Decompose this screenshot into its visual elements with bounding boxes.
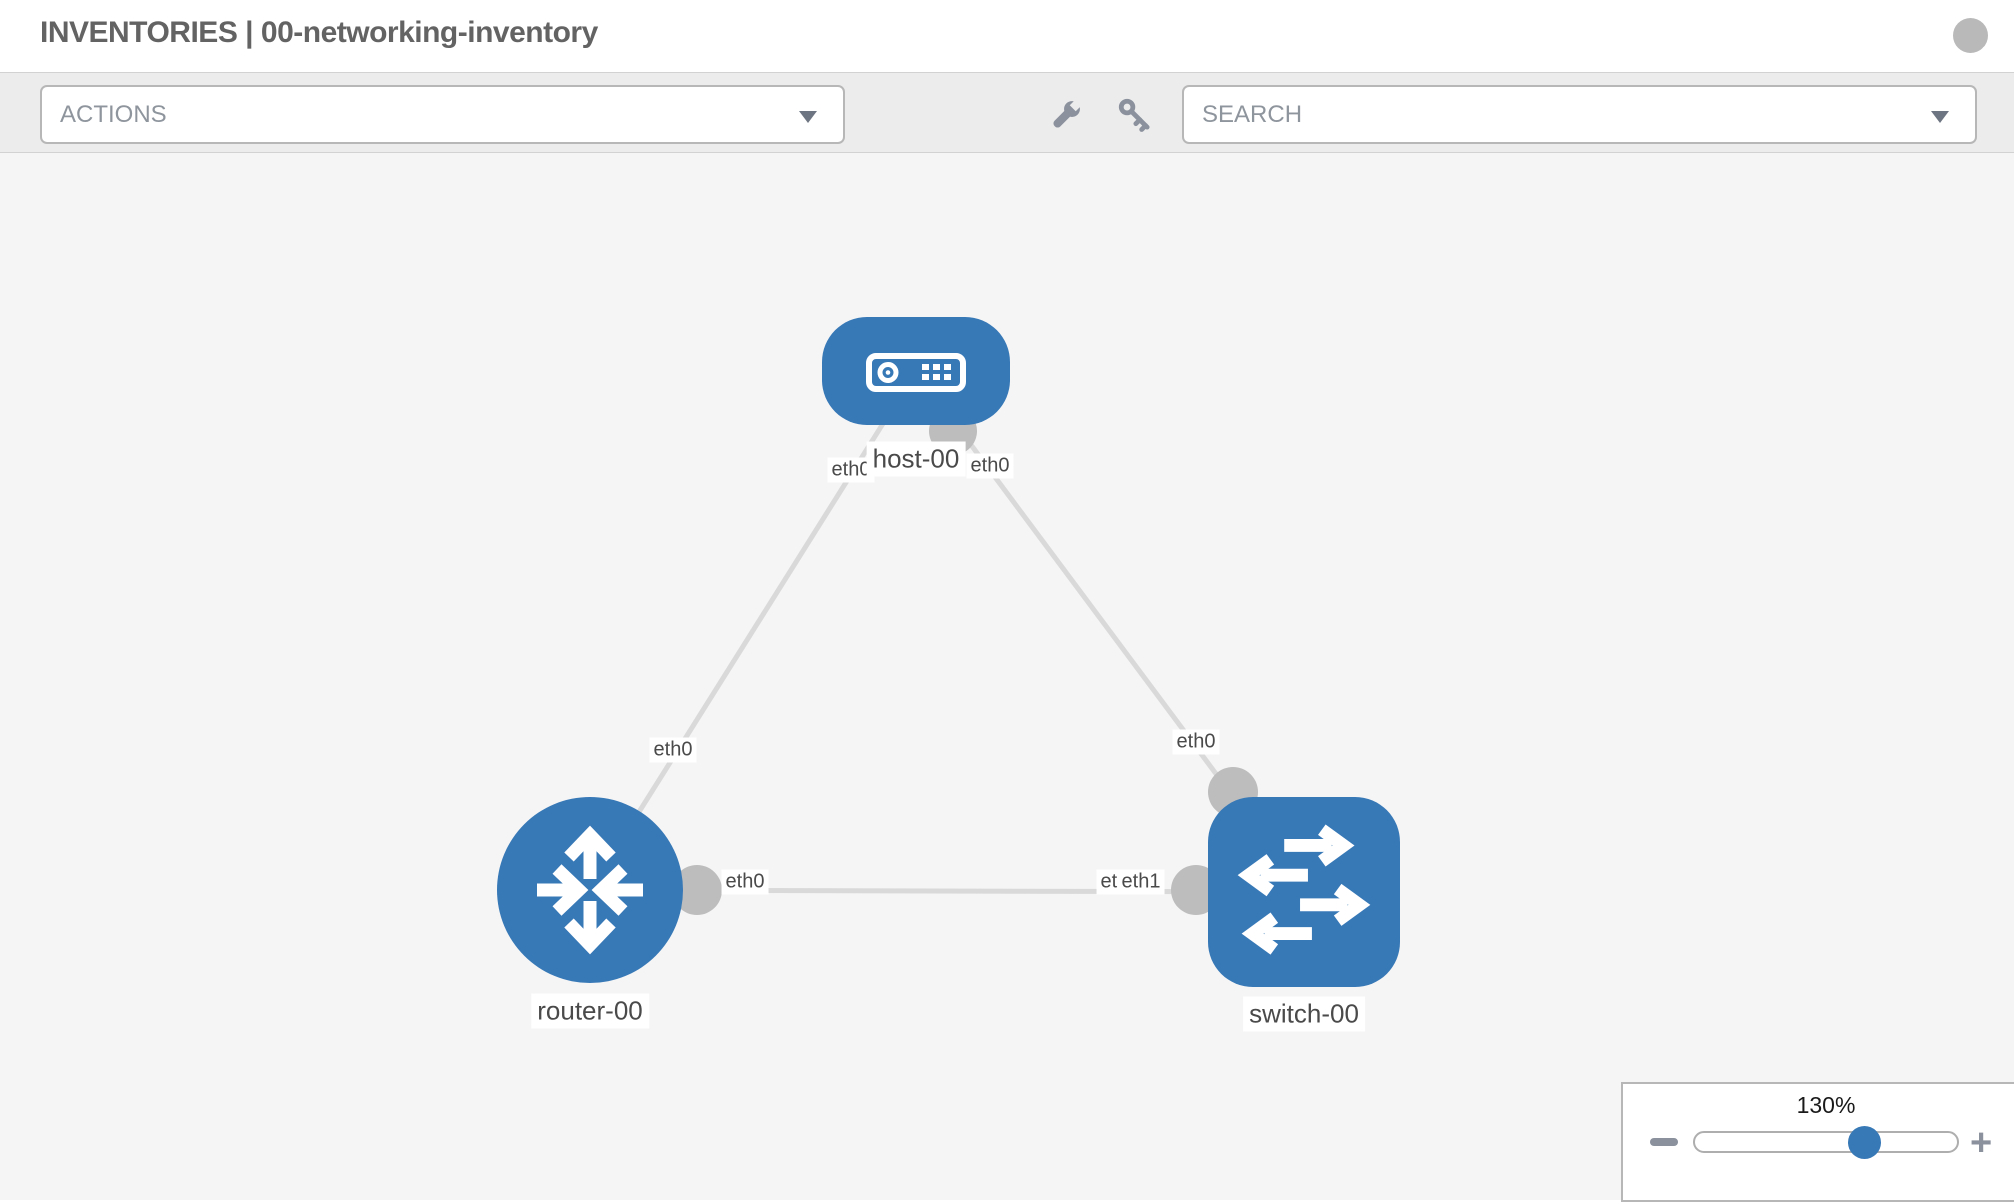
node-router-00[interactable]	[497, 797, 683, 983]
node-label-host-00: host-00	[866, 441, 966, 477]
endpoint-router-eth0	[672, 865, 722, 915]
zoom-slider-track[interactable]	[1693, 1131, 1959, 1153]
node-switch-00[interactable]	[1208, 797, 1400, 987]
interface-label-hs-switch: eth0	[1172, 729, 1220, 755]
close-icon	[1971, 36, 2006, 71]
chevron-down-icon	[1931, 111, 1949, 123]
actions-dropdown-label: ACTIONS	[60, 101, 167, 128]
router-icon	[537, 825, 643, 955]
zoom-level-value: 130%	[1796, 1092, 1856, 1118]
page-header: INVENTORIES | 00-networking-inventory	[0, 0, 2014, 73]
node-label-router-00: router-00	[531, 993, 649, 1029]
page-title: INVENTORIES | 00-networking-inventory	[40, 16, 598, 49]
zoom-in-button plus-icon[interactable]: +	[1970, 1122, 1993, 1164]
actions-dropdown[interactable]: ACTIONS	[40, 85, 845, 144]
node-host-00[interactable]	[822, 317, 1010, 425]
switch-icon	[1237, 824, 1371, 955]
close-button[interactable]	[1953, 18, 1988, 53]
wrench-button[interactable]	[1048, 97, 1084, 133]
interface-label-hs-host: eth0	[966, 453, 1014, 479]
host-icon	[866, 353, 966, 392]
search-dropdown-label: SEARCH	[1202, 101, 1303, 128]
interface-label-rs-router: eth0	[721, 869, 769, 895]
interface-label-rh-router: eth0	[649, 737, 697, 763]
wrench-icon	[1053, 98, 1083, 128]
zoom-out-button minus-icon[interactable]	[1650, 1138, 1678, 1146]
chevron-down-icon	[799, 111, 817, 123]
interface-label-rs-switch: eth1	[1117, 869, 1165, 895]
key-button[interactable]	[1117, 97, 1153, 133]
node-label-switch-00: switch-00	[1243, 996, 1365, 1032]
toolbar: ACTIONS SEARC	[0, 73, 2014, 153]
search-dropdown[interactable]: SEARCH	[1182, 85, 1977, 144]
zoom-control-panel: 130% +	[1621, 1082, 2014, 1202]
key-icon	[1118, 98, 1150, 132]
zoom-slider-thumb[interactable]	[1848, 1126, 1881, 1159]
